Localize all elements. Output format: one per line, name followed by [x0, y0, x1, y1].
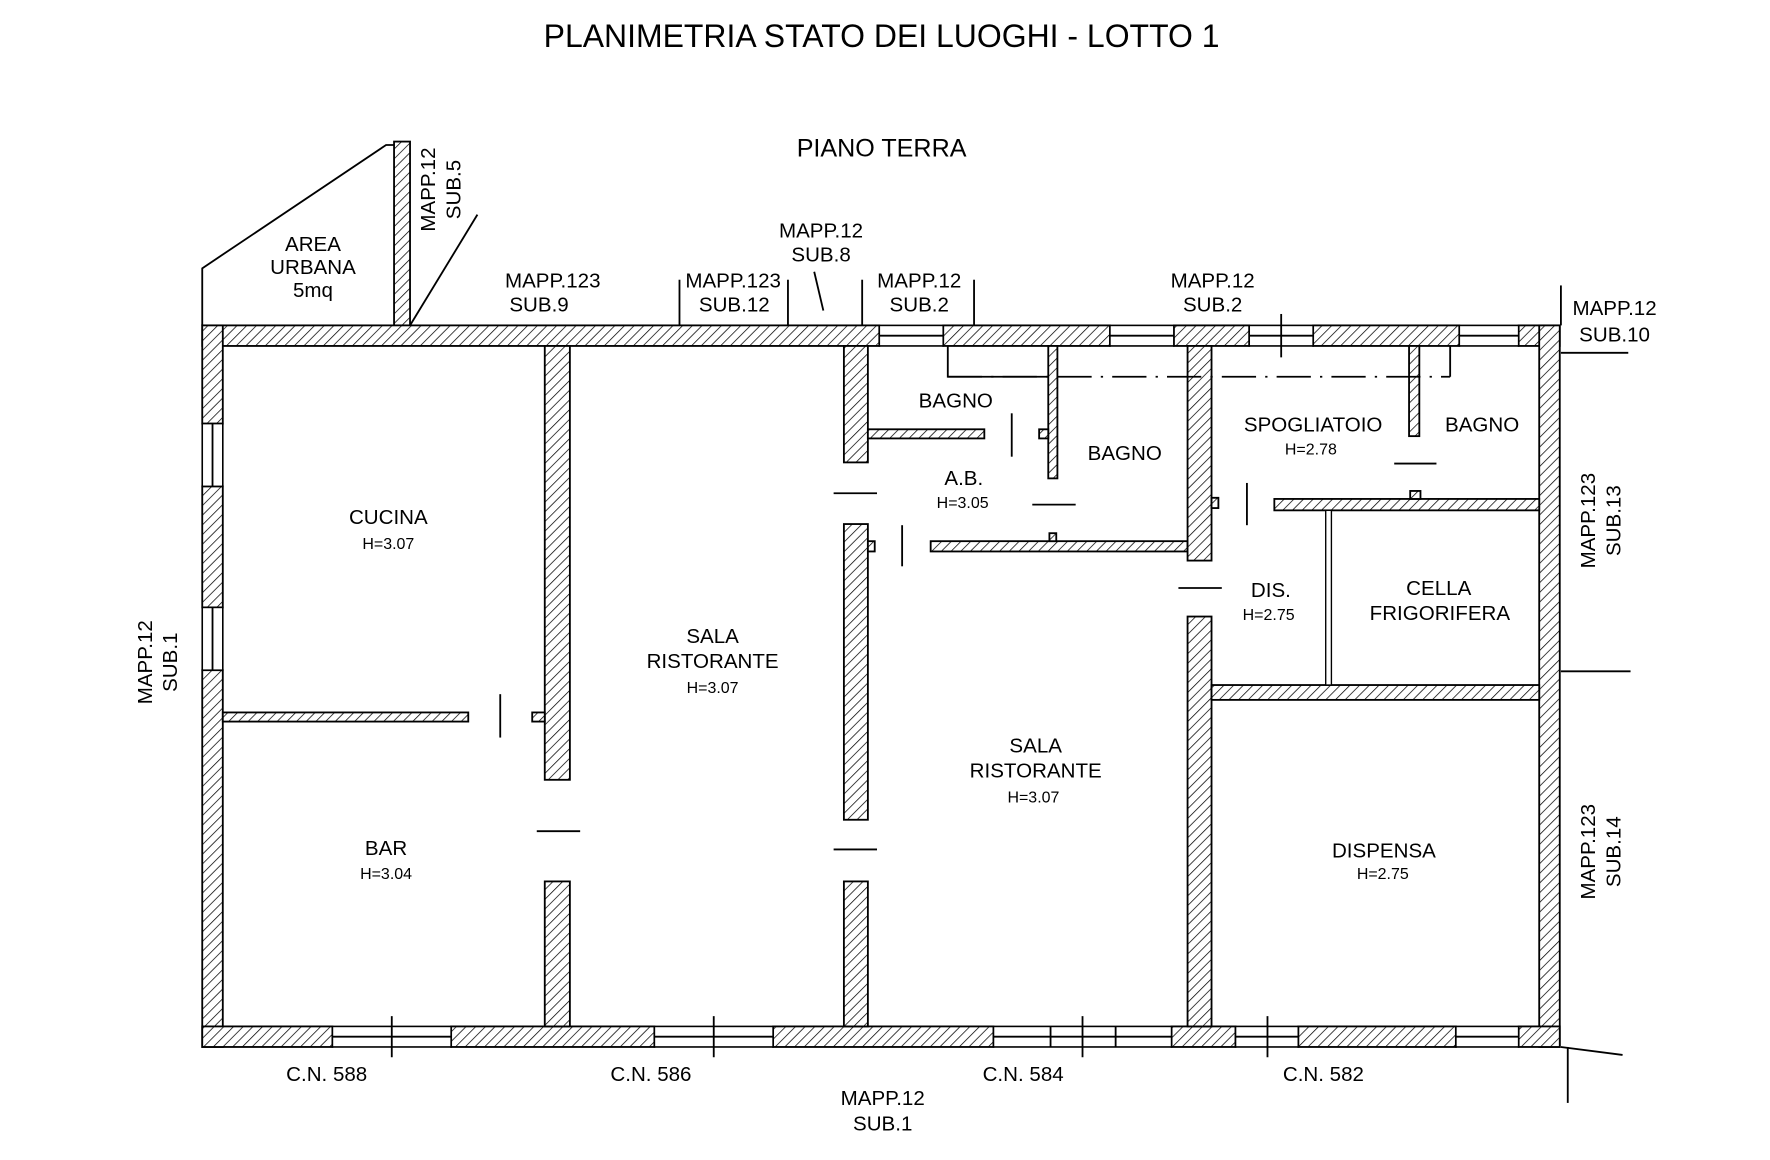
outer-walls [201, 324, 1561, 1048]
floor-subtitle: PIANO TERRA [797, 134, 967, 162]
neighbor-label: SUB.10 [1579, 323, 1650, 346]
room-name: RISTORANTE [647, 650, 779, 673]
room-name: A.B. [944, 467, 983, 490]
room-name: CUCINA [349, 506, 428, 529]
neighbor-label: SUB.14 [1602, 816, 1625, 887]
room-name: SPOGLIATOIO [1244, 414, 1383, 437]
boundary-wall [393, 140, 411, 327]
civic-numbers: C.N. 588 C.N. 586 C.N. 584 C.N. 582 [286, 1016, 1364, 1086]
neighbor-label: MAPP.123 [1577, 473, 1600, 569]
room-name: BAGNO [1088, 442, 1162, 465]
room-name: BAGNO [1445, 414, 1519, 437]
neighbor-label: SUB.13 [1602, 485, 1625, 556]
neighbor-label: MAPP.12 [841, 1087, 925, 1110]
room-height: H=2.75 [1243, 607, 1295, 624]
neighbor-label: MAPP.12 [779, 219, 863, 242]
neighbor-label: SUB.8 [791, 243, 850, 266]
room-name: DIS. [1251, 579, 1291, 602]
room-labels: CUCINA H=3.07 BAR H=3.04 SALA RISTORANTE… [349, 390, 1519, 884]
room-name: BAR [365, 837, 407, 860]
civic-number: C.N. 588 [286, 1063, 367, 1086]
room-height: H=3.07 [1007, 790, 1059, 807]
civic-number: C.N. 584 [983, 1063, 1064, 1086]
room-height: H=2.78 [1285, 441, 1337, 458]
area-urbana-label: AREA [285, 233, 341, 256]
doors [499, 413, 1437, 851]
neighbor-label: SUB.1 [853, 1112, 912, 1135]
neighbor-label: MAPP.12 [417, 147, 440, 231]
area-urbana-label: URBANA [270, 256, 356, 279]
room-height: H=3.04 [360, 866, 412, 883]
room-name: BAGNO [919, 390, 993, 413]
area-urbana: AREA URBANA 5mq [201, 144, 395, 326]
room-height: H=3.05 [937, 495, 989, 512]
room-height: H=3.07 [362, 536, 414, 553]
civic-number: C.N. 586 [610, 1063, 691, 1086]
civic-number: C.N. 582 [1283, 1063, 1364, 1086]
neighbor-label: MAPP.123 [685, 270, 781, 293]
room-name: RISTORANTE [970, 760, 1102, 783]
room-height: H=2.75 [1357, 866, 1409, 883]
neighbor-label: MAPP.123 [505, 270, 601, 293]
room-name: CELLA [1406, 577, 1471, 600]
neighbor-label: MAPP.12 [1572, 297, 1656, 320]
neighbor-label: SUB.5 [442, 160, 465, 219]
neighbor-label: MAPP.12 [1171, 270, 1255, 293]
beam-line [946, 345, 1452, 378]
room-name: DISPENSA [1332, 839, 1436, 862]
room-name: FRIGORIFERA [1370, 602, 1511, 625]
neighbor-label: SUB.12 [699, 294, 770, 317]
neighbor-label: SUB.2 [1183, 294, 1242, 317]
room-name: SALA [686, 625, 739, 648]
area-urbana-size: 5mq [293, 279, 333, 302]
room-height: H=3.07 [687, 680, 739, 697]
neighbor-label: SUB.9 [509, 294, 568, 317]
neighbor-label: SUB.1 [159, 633, 182, 692]
neighbor-label: MAPP.12 [877, 270, 961, 293]
neighbor-labels: MAPP.12 SUB.5 MAPP.123 SUB.9 MAPP.123 SU… [134, 147, 1657, 1135]
interior-walls [221, 345, 1541, 1028]
page-title: PLANIMETRIA STATO DEI LUOGHI - LOTTO 1 [544, 18, 1220, 54]
neighbor-label: MAPP.12 [134, 620, 157, 704]
neighbor-label: SUB.2 [890, 294, 949, 317]
room-name: SALA [1009, 734, 1062, 757]
neighbor-label: MAPP.123 [1577, 804, 1600, 900]
